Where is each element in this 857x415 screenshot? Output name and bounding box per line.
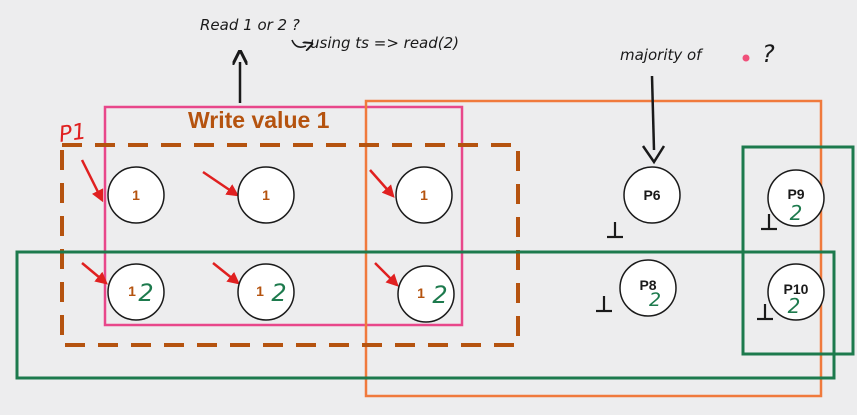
majority-question-mark: ?	[762, 40, 775, 68]
svg-text:1: 1	[420, 187, 428, 203]
bottom-mark-icon	[607, 222, 623, 239]
bottom-mark-icon	[761, 214, 777, 231]
node: 1	[107, 166, 165, 224]
svg-text:1: 1	[417, 285, 425, 301]
svg-text:2: 2	[790, 201, 803, 225]
node: 1 2	[397, 265, 455, 323]
down-arrowhead-icon	[641, 145, 666, 165]
svg-text:2: 2	[271, 279, 286, 307]
read-question-text: Read 1 or 2 ?	[200, 16, 300, 34]
svg-text:1: 1	[256, 283, 264, 299]
node-p6: P6	[623, 166, 681, 224]
node-p8: P8 2	[619, 259, 677, 317]
p1-annotation: P1	[57, 119, 87, 148]
svg-text:1: 1	[132, 187, 140, 203]
svg-text:1: 1	[128, 283, 136, 299]
bottom-mark-icon	[757, 304, 773, 321]
write-arrow-icon	[374, 262, 399, 287]
svg-text:2: 2	[649, 289, 661, 311]
write-quorum-box	[103, 105, 464, 327]
green-row-box	[15, 250, 836, 380]
node-p9: P9 2	[767, 169, 825, 227]
write-arrow-icon	[212, 262, 240, 285]
svg-text:1: 1	[262, 187, 270, 203]
write-arrow-icon	[81, 262, 108, 285]
write-arrow-icon	[369, 169, 395, 198]
node-p10: P10 2	[767, 263, 825, 321]
svg-text:P6: P6	[643, 187, 660, 203]
write-arrow-icon	[202, 170, 240, 197]
svg-text:2: 2	[788, 294, 801, 318]
svg-text:2: 2	[138, 279, 153, 307]
svg-text:P9: P9	[787, 186, 804, 202]
majority-question-text: majority of	[620, 46, 704, 64]
svg-text:P8: P8	[639, 277, 656, 293]
curved-arrow-icon	[291, 39, 306, 47]
write-arrow-icon	[80, 159, 104, 203]
down-arrow-icon	[650, 75, 656, 151]
node: 1	[237, 166, 295, 224]
write-value-label: Write value 1	[188, 107, 330, 133]
green-column-box	[741, 145, 855, 356]
orange-quorum-box	[364, 99, 823, 398]
bottom-mark-icon	[596, 296, 612, 313]
read-explain-text: using ts => read(2)	[310, 34, 459, 52]
svg-text:P10: P10	[784, 281, 809, 297]
svg-text:2: 2	[432, 281, 447, 309]
node: 1 2	[107, 263, 165, 321]
pink-dot-icon	[742, 54, 750, 62]
node: 1 2	[237, 263, 295, 321]
node: 1	[395, 166, 453, 224]
